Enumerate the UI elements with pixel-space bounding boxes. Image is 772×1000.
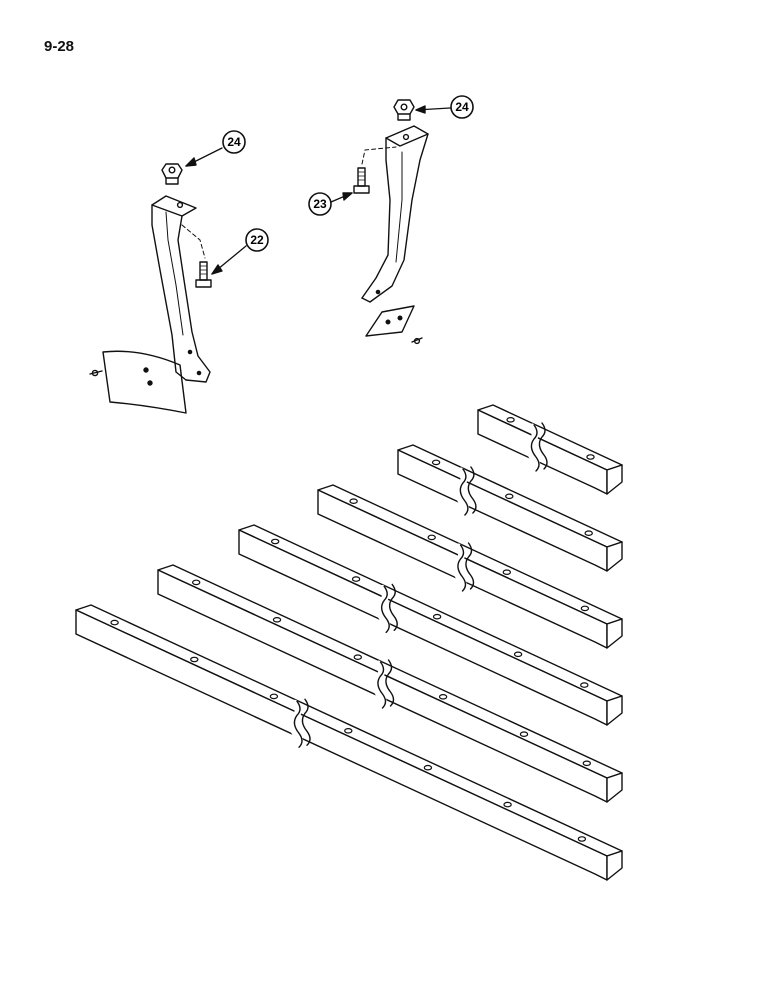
mounting-hole xyxy=(502,569,511,576)
callout-label: 23 xyxy=(313,197,327,211)
right-shank-assembly xyxy=(353,99,429,345)
angle-bar xyxy=(75,604,623,881)
callout-24-right: 24 xyxy=(415,95,474,119)
nut-24-right xyxy=(393,99,415,121)
mounting-hole xyxy=(272,616,282,623)
left-shovel-bolt xyxy=(89,369,103,377)
mounting-hole xyxy=(519,731,529,738)
break-symbol xyxy=(288,698,311,753)
callout-22: 22 xyxy=(211,228,269,275)
mounting-hole xyxy=(190,656,199,663)
mounting-hole xyxy=(191,579,201,586)
right-shovel xyxy=(365,305,415,337)
mounting-hole xyxy=(506,416,515,423)
callout-label: 24 xyxy=(227,135,241,149)
mounting-hole xyxy=(577,836,587,842)
mounting-hole xyxy=(423,764,433,771)
left-shank-assembly xyxy=(89,163,212,414)
mounting-hole xyxy=(110,619,119,626)
right-shank xyxy=(361,125,429,303)
mounting-hole xyxy=(586,454,595,460)
break-symbol xyxy=(454,466,477,521)
break-symbol xyxy=(452,542,475,597)
angle-bar xyxy=(317,484,623,649)
bolt-23 xyxy=(353,146,397,194)
mounting-hole xyxy=(344,727,353,734)
mounting-hole xyxy=(582,760,592,767)
angle-bar xyxy=(157,564,623,803)
break-symbol xyxy=(525,422,548,477)
mounting-hole xyxy=(580,605,590,612)
mounting-hole xyxy=(427,534,436,541)
angle-bar xyxy=(238,524,623,726)
callout-24-left: 24 xyxy=(185,130,246,167)
left-shovel xyxy=(102,350,187,414)
mounting-hole xyxy=(505,493,514,500)
break-symbol xyxy=(376,583,398,638)
angle-bar xyxy=(397,444,623,572)
mounting-hole xyxy=(438,693,448,700)
bolt-22 xyxy=(181,224,212,288)
mounting-hole xyxy=(513,651,523,658)
right-shovel-bolt xyxy=(411,337,423,345)
callout-label: 22 xyxy=(250,233,264,247)
mounting-hole xyxy=(503,801,512,808)
mounting-hole xyxy=(349,498,358,505)
mounting-hole xyxy=(584,530,593,537)
page-number: 9-28 xyxy=(44,38,75,55)
mounting-hole xyxy=(351,576,361,582)
angle-bars xyxy=(75,404,623,881)
mounting-hole xyxy=(432,613,442,620)
left-shank xyxy=(151,195,211,383)
angle-bar xyxy=(477,404,623,495)
mounting-hole xyxy=(580,682,589,688)
mounting-hole xyxy=(271,538,280,545)
callout-label: 24 xyxy=(455,100,469,114)
mounting-hole xyxy=(353,654,362,661)
break-symbol xyxy=(372,659,395,714)
mounting-hole xyxy=(431,459,441,466)
mounting-hole xyxy=(269,693,279,700)
callout-23: 23 xyxy=(308,192,353,216)
nut-24-left xyxy=(161,163,183,185)
